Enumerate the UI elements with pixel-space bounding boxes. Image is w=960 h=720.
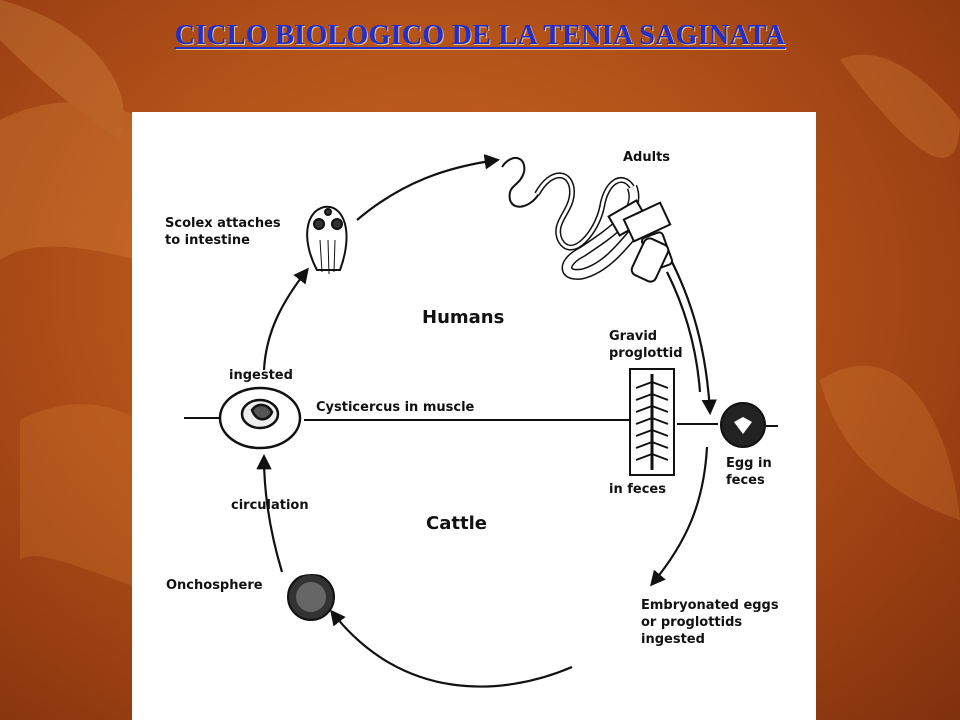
label-cattle: Cattle (426, 513, 487, 534)
label-scolex: Scolex attaches to intestine (165, 216, 281, 248)
life-cycle-diagram: Adults Scolex attaches to intestine Huma… (132, 112, 816, 720)
label-embryonated-eggs: Embryonated eggs or proglottids ingested (641, 598, 779, 647)
arc-adults-to-gravid (666, 271, 702, 393)
label-egg-in-feces: Egg in feces (726, 456, 772, 488)
arc-scolex-to-adults (356, 154, 501, 221)
label-cysticercus: Cysticercus in muscle (316, 400, 475, 415)
arc-onchosphere-to-circulation (256, 453, 284, 573)
label-ingested: ingested (229, 368, 293, 383)
arc-right-upper (671, 261, 717, 416)
label-adults: Adults (623, 150, 671, 165)
adult-tapeworm-drawing (501, 157, 674, 283)
label-circulation: circulation (231, 498, 309, 513)
gravid-proglottid-drawing (629, 368, 675, 476)
diagram-canvas (184, 154, 778, 688)
scolex-drawing (306, 205, 348, 275)
label-onchosphere: Onchosphere (166, 578, 263, 593)
label-humans: Humans (422, 307, 505, 328)
onchosphere-drawing (287, 570, 335, 621)
cysticercus-drawing (218, 386, 302, 450)
arc-bottom (330, 609, 573, 688)
arc-right-lower (650, 446, 709, 587)
slide-title: CICLO BIOLOGICO DE LA TENIA SAGINATA (174, 20, 786, 51)
egg-drawing (720, 402, 766, 448)
label-in-feces: in feces (609, 482, 666, 497)
label-gravid-proglottid: Gravid proglottid (609, 329, 683, 361)
arc-ingested-to-scolex (262, 267, 309, 371)
